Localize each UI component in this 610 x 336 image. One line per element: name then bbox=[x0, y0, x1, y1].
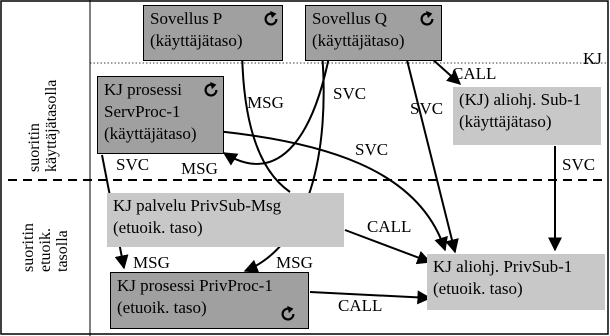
label-msg-to-servproc: MSG bbox=[181, 159, 218, 178]
cycle-arrow-icon bbox=[420, 10, 434, 26]
box-sovellus-q: Sovellus Q (käyttäjätaso) bbox=[305, 5, 442, 61]
box-sub1-line1: (KJ) aliohj. Sub-1 bbox=[459, 90, 582, 109]
box-sovellus-q-line2: (käyttäjätaso) bbox=[312, 31, 405, 50]
arrow-privsubmsg-to-privsub1 bbox=[344, 229, 432, 265]
label-msg-privproc-right: MSG bbox=[276, 253, 313, 272]
label-call-privsubmsg: CALL bbox=[367, 217, 412, 236]
arrow-privproc-to-privsub1 bbox=[309, 290, 432, 305]
box-privsub-msg-line2: (etuoik. taso) bbox=[113, 218, 203, 237]
label-kj: KJ bbox=[583, 49, 602, 68]
label-svc-servproc: SVC bbox=[116, 155, 150, 174]
box-servproc-1: KJ prosessi ServProc-1 (käyttäjätaso) bbox=[97, 76, 224, 154]
cycle-arrow-icon bbox=[281, 305, 295, 321]
box-sub1-line2: (käyttäjätaso) bbox=[459, 112, 552, 131]
box-sovellus-q-line1: Sovellus Q bbox=[312, 9, 388, 28]
box-privsub-msg-line1: KJ palvelu PrivSub-Msg bbox=[113, 196, 282, 215]
label-call-q-sub1: CALL bbox=[452, 64, 497, 83]
side-label-user-level-line2: käyttäjätasolla bbox=[43, 79, 60, 172]
box-privproc-line1: KJ prosessi PrivProc-1 bbox=[117, 276, 273, 295]
cycle-arrow-icon bbox=[204, 81, 218, 97]
kernel-region-border bbox=[89, 62, 609, 335]
label-msg-servproc-p: MSG bbox=[247, 93, 284, 112]
label-svc-q: SVC bbox=[333, 84, 367, 103]
side-label-user-level-line1: suoritin bbox=[26, 123, 43, 172]
box-privsub-msg: KJ palvelu PrivSub-Msg (etuoik. taso) bbox=[107, 193, 344, 247]
label-msg-privproc-left: MSG bbox=[133, 253, 170, 272]
box-servproc-line1: KJ prosessi bbox=[104, 80, 182, 99]
box-servproc-line2: ServProc-1 bbox=[104, 102, 181, 121]
arrow-sovellus-q-to-privproc bbox=[243, 51, 325, 273]
box-privproc-line2: (etuoik. taso) bbox=[117, 298, 207, 317]
box-privproc-1: KJ prosessi PrivProc-1 (etuoik. taso) bbox=[110, 272, 309, 329]
arrow-sovellus-q-to-privsub1 bbox=[404, 51, 459, 254]
box-sovellus-p: Sovellus P (käyttäjätaso) bbox=[143, 5, 283, 61]
arrow-servproc-to-privsub1 bbox=[179, 127, 448, 252]
label-svc-servproc-privsub1: SVC bbox=[355, 140, 389, 159]
side-label-priv-level: suoritin etuoik. tasolla bbox=[20, 223, 71, 272]
label-call-privproc: CALL bbox=[338, 296, 383, 315]
side-label-user-level: suoritin käyttäjätasolla bbox=[26, 80, 60, 172]
label-svc-q-privsub1: SVC bbox=[410, 99, 444, 118]
side-label-priv-level-line2: etuoik. bbox=[37, 228, 54, 272]
arrow-servproc-to-sovellus-p bbox=[235, 41, 291, 193]
arrow-sovellus-q-to-servproc bbox=[222, 51, 331, 166]
box-privsub1-line1: KJ aliohj. PrivSub-1 bbox=[433, 257, 573, 276]
box-privsub-1: KJ aliohj. PrivSub-1 (etuoik. taso) bbox=[427, 254, 605, 310]
box-privsub1-line2: (etuoik. taso) bbox=[433, 279, 523, 298]
cycle-arrow-icon bbox=[264, 10, 278, 26]
side-label-priv-level-line1: suoritin bbox=[20, 223, 37, 272]
box-sovellus-p-line2: (käyttäjätaso) bbox=[150, 31, 243, 50]
box-sovellus-p-line1: Sovellus P bbox=[150, 9, 223, 28]
box-sub-1: (KJ) aliohj. Sub-1 (käyttäjätaso) bbox=[453, 87, 601, 145]
side-label-priv-level-line3: tasolla bbox=[54, 230, 71, 272]
box-servproc-line3: (käyttäjätaso) bbox=[104, 124, 197, 143]
label-svc-sub1: SVC bbox=[562, 155, 596, 174]
